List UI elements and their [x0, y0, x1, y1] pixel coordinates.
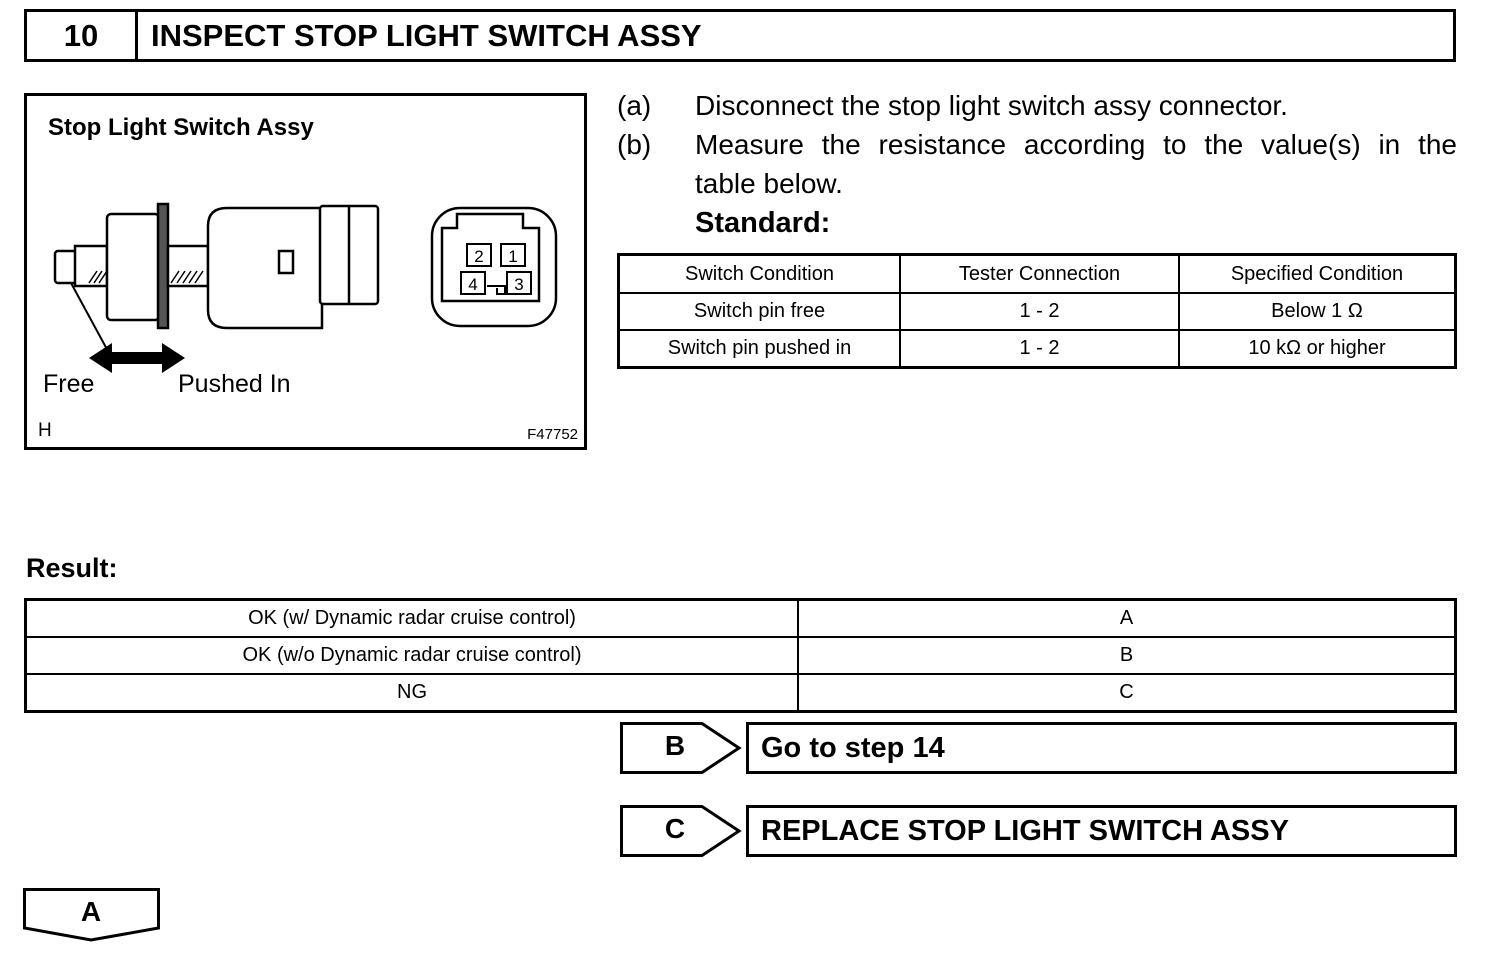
table-cell: OK (w/ Dynamic radar cruise control) — [24, 598, 799, 638]
table-cell: Switch pin free — [617, 292, 901, 331]
column-header: Specified Condition — [1178, 253, 1457, 294]
branch-arrow-shape — [620, 805, 742, 857]
standard-table: Switch Condition Tester Connection Speci… — [617, 253, 1457, 369]
branch-b-button[interactable]: B — [620, 722, 742, 774]
table-cell: 10 kΩ or higher — [1178, 329, 1457, 369]
instruction-letter: (a) — [617, 90, 652, 121]
table-cell: 1 - 2 — [899, 329, 1180, 369]
branch-arrow-shape — [620, 722, 742, 774]
step-number: 10 — [27, 12, 138, 59]
instruction-text-continued: table below. — [695, 168, 843, 199]
table-row: Switch pin pushed in 1 - 2 10 kΩ or high… — [617, 329, 1457, 369]
pin-label: 2 — [474, 247, 483, 266]
table-cell: Below 1 Ω — [1178, 292, 1457, 331]
table-cell: C — [797, 673, 1457, 713]
figure-corner-letter: H — [38, 420, 52, 441]
result-table: OK (w/ Dynamic radar cruise control) A O… — [24, 598, 1457, 713]
table-header-row: Switch Condition Tester Connection Speci… — [617, 253, 1457, 294]
figure-code: F47752 — [527, 426, 578, 443]
column-header: Tester Connection — [899, 253, 1180, 294]
table-row: NG C — [24, 673, 1457, 713]
pin-label: 3 — [514, 275, 523, 294]
figure-title: Stop Light Switch Assy — [48, 114, 314, 141]
result-label: Result: — [26, 553, 118, 583]
instruction-letter: (b) — [617, 129, 652, 160]
table-cell: NG — [24, 673, 799, 713]
table-row: OK (w/ Dynamic radar cruise control) A — [24, 598, 1457, 638]
table-cell: B — [797, 636, 1457, 675]
down-arrow-shape — [23, 888, 160, 942]
branch-letter: B — [664, 730, 686, 761]
pin-label: 4 — [468, 275, 477, 294]
step-title: INSPECT STOP LIGHT SWITCH ASSY — [151, 18, 702, 53]
switch-illustration: 2 1 4 3 — [53, 202, 558, 373]
standard-label: Standard: — [695, 207, 831, 239]
table-row: Switch pin free 1 - 2 Below 1 Ω — [617, 292, 1457, 331]
branch-b-action[interactable]: Go to step 14 — [746, 722, 1457, 774]
table-cell: 1 - 2 — [899, 292, 1180, 331]
branch-c-action[interactable]: REPLACE STOP LIGHT SWITCH ASSY — [746, 805, 1457, 857]
instruction-text: Measure the resistance according to the … — [695, 129, 1457, 160]
table-cell: A — [797, 598, 1457, 638]
table-row: OK (w/o Dynamic radar cruise control) B — [24, 636, 1457, 675]
branch-c-button[interactable]: C — [620, 805, 742, 857]
table-cell: Switch pin pushed in — [617, 329, 901, 369]
step-header: 10 INSPECT STOP LIGHT SWITCH ASSY — [24, 9, 1456, 62]
pushed-in-label: Pushed In — [178, 370, 291, 398]
column-header: Switch Condition — [617, 253, 901, 294]
pin-label: 1 — [508, 247, 517, 266]
instruction-text: Disconnect the stop light switch assy co… — [695, 90, 1288, 121]
branch-letter: C — [664, 813, 686, 844]
next-step-a-button[interactable]: A — [23, 888, 160, 942]
table-cell: OK (w/o Dynamic radar cruise control) — [24, 636, 799, 675]
switch-figure: 2 1 4 3 Stop Light Switch Assy Free Push… — [24, 93, 587, 450]
next-step-letter: A — [80, 896, 102, 927]
free-label: Free — [43, 370, 95, 398]
